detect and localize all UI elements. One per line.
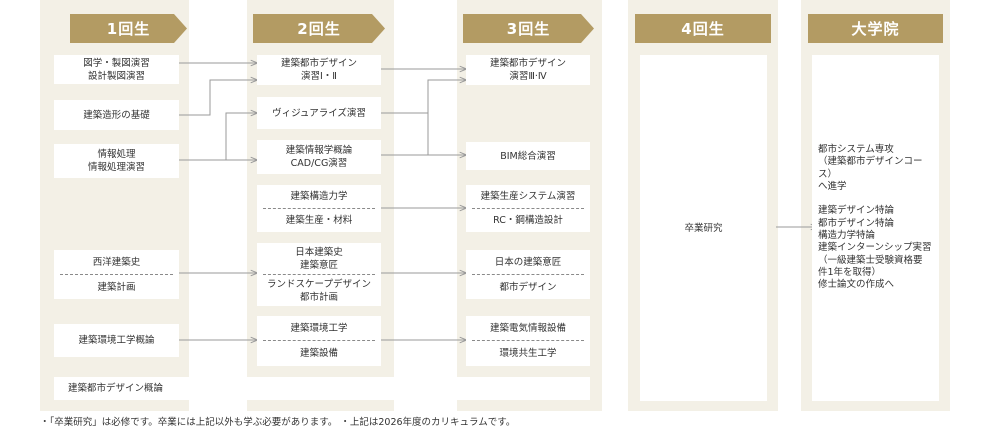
course-bim: BIM総合演習 [466, 142, 590, 170]
divider [263, 274, 375, 275]
course-planning: 建築計画 [97, 281, 136, 293]
course-group-structure-production: 建築構造力学 建築生産・材料 [257, 185, 381, 232]
course-structure-mechanics: 建築構造力学 [290, 191, 348, 202]
course-urban-design-intro: 建築都市デザイン概論 [54, 377, 590, 400]
course-rc-steel: RC・鋼構造設計 [493, 215, 563, 226]
header-grad: 大学院 [808, 14, 943, 43]
course-form-basics: 建築造形の基礎 [54, 100, 179, 130]
grad-info: 都市システム専攻 （建築都市デザインコース） へ進学 建築デザイン特論 都市デザ… [812, 55, 939, 401]
course-urban-design: 都市デザイン [499, 281, 557, 293]
course-visualize: ヴィジュアライズ演習 [257, 97, 381, 129]
course-group-env-equipment: 建築環境工学 建築設備 [257, 316, 381, 366]
divider [472, 274, 584, 275]
grad-text: 都市システム専攻 （建築都市デザインコース） へ進学 建築デザイン特論 都市デザ… [818, 144, 932, 291]
course-production-system: 建築生産システム演習 [480, 191, 576, 202]
course-group-history-landscape: 日本建築史 建築意匠 ランドスケープデザイン 都市計画 [257, 243, 381, 306]
course-production-materials: 建築生産・材料 [285, 215, 353, 226]
course-urban-design-1-2: 建築都市デザイン 演習Ⅰ・Ⅱ [257, 55, 381, 85]
divider [472, 208, 584, 209]
course-group-production-rc: 建築生産システム演習 RC・鋼構造設計 [466, 185, 590, 232]
header-year3: 3回生 [463, 14, 594, 43]
arrow-form-to-design [179, 80, 257, 116]
course-urban-design-3-4: 建築都市デザイン 演習Ⅲ·Ⅳ [466, 55, 590, 85]
course-equipment: 建築設備 [299, 348, 338, 359]
course-group-electrical-env: 建築電気情報設備 環境共生工学 [466, 316, 590, 366]
header-year4: 4回生 [635, 14, 771, 43]
header-year2: 2回生 [253, 14, 385, 43]
course-japan-history: 日本建築史 建築意匠 [295, 246, 343, 271]
course-env-engineering: 建築環境工学 [290, 322, 348, 334]
footnote: ・「卒業研究」は必修です。卒業には上記以外も学ぶ必要があります。 ・上記は202… [40, 417, 516, 428]
course-drawing: 図学・製図演習 設計製図演習 [54, 55, 179, 84]
arrow-info-to-visualize [179, 113, 257, 161]
divider [60, 274, 173, 275]
arrow-visualize-to-merge [381, 112, 429, 155]
course-western-history: 西洋建築史 [92, 256, 141, 268]
divider [263, 340, 375, 341]
header-year1: 1回生 [70, 14, 187, 43]
course-info-intro: 建築情報学概論 CAD/CG演習 [257, 140, 381, 174]
arrow-merge-to-design34 [427, 80, 466, 113]
course-group-history-planning: 西洋建築史 建築計画 [54, 250, 179, 299]
course-env-intro: 建築環境工学概論 [54, 324, 179, 357]
course-japan-design: 日本の建築意匠 [494, 256, 562, 268]
course-electrical: 建築電気情報設備 [489, 322, 566, 334]
course-thesis: 卒業研究 [640, 55, 767, 401]
course-info-processing: 情報処理 情報処理演習 [54, 144, 179, 178]
course-group-japan-urban: 日本の建築意匠 都市デザイン [466, 250, 590, 299]
course-env-symbiosis: 環境共生工学 [499, 348, 557, 359]
course-landscape: ランドスケープデザイン 都市計画 [267, 278, 371, 303]
divider [472, 340, 584, 341]
divider [263, 208, 375, 209]
